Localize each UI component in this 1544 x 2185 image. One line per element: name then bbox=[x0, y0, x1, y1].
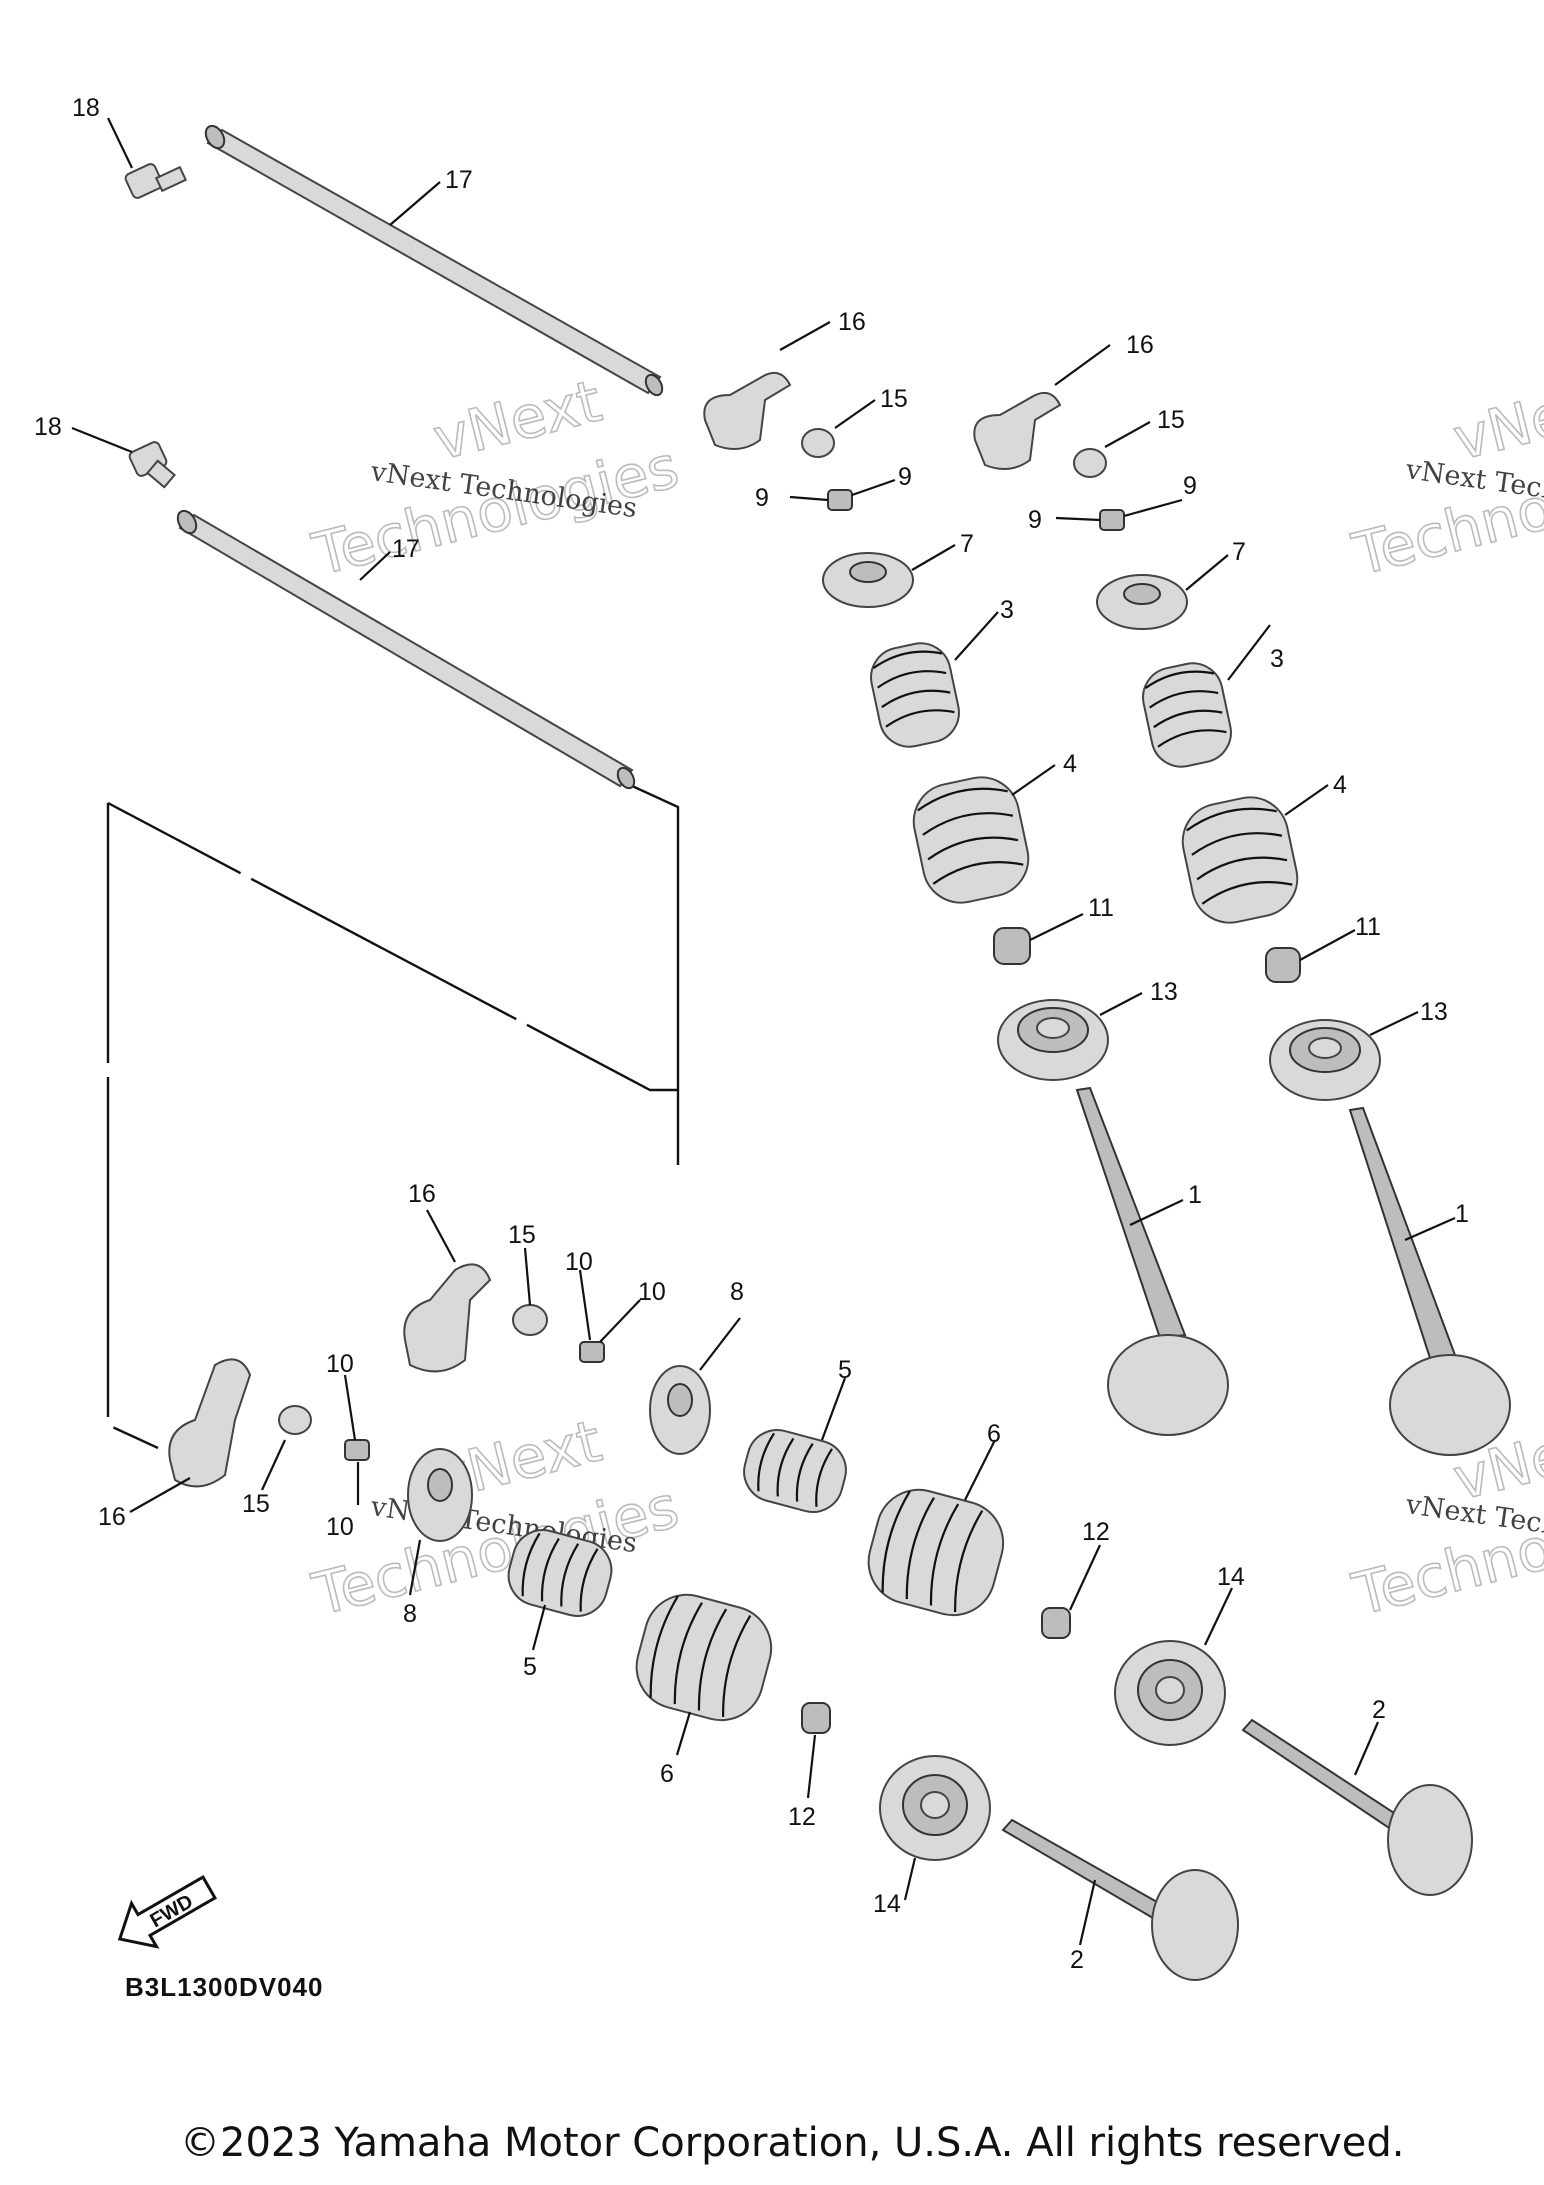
rocker-arm-upper-2 bbox=[973, 391, 1062, 470]
callout-7: 7 bbox=[1232, 538, 1246, 566]
callout-15: 15 bbox=[880, 385, 908, 413]
rocker-arm-lower-2 bbox=[168, 1358, 252, 1488]
callout-16: 16 bbox=[408, 1180, 436, 1208]
shim-lower-1 bbox=[512, 1304, 548, 1336]
callout-18: 18 bbox=[72, 94, 100, 122]
callout-9: 9 bbox=[755, 484, 769, 512]
callout-8: 8 bbox=[403, 1600, 417, 1628]
spring-seat-lower-1 bbox=[1114, 1640, 1226, 1746]
rocker-arm-lower-1 bbox=[403, 1263, 492, 1373]
stem-seal-lower-1 bbox=[1041, 1607, 1071, 1639]
shim-upper-2 bbox=[1073, 448, 1107, 478]
callout-9: 9 bbox=[898, 463, 912, 491]
callout-6: 6 bbox=[987, 1420, 1001, 1448]
intake-valve-2 bbox=[1348, 1106, 1511, 1456]
callout-11: 11 bbox=[1355, 913, 1381, 941]
callout-16: 16 bbox=[838, 308, 866, 336]
outer-spring-upper-2 bbox=[1181, 796, 1299, 924]
forward-direction-arrow: FWD bbox=[117, 1875, 218, 1949]
spring-seat-upper-1 bbox=[997, 999, 1109, 1081]
watermark-big-top: vNext bbox=[1447, 367, 1544, 474]
stem-seal-lower-2 bbox=[801, 1702, 831, 1734]
inner-spring-upper-1 bbox=[870, 642, 960, 748]
callout-12: 12 bbox=[788, 1803, 816, 1831]
callout-13: 13 bbox=[1420, 998, 1448, 1026]
stem-seal-upper-1 bbox=[993, 927, 1031, 965]
callout-16: 16 bbox=[98, 1503, 126, 1531]
copyright-notice: ©2023 Yamaha Motor Corporation, U.S.A. A… bbox=[180, 2120, 1405, 2166]
valve-cotter-upper-2 bbox=[1099, 509, 1125, 531]
diagram-code: B3L1300DV040 bbox=[125, 1972, 323, 2002]
inner-spring-lower-1 bbox=[743, 1429, 847, 1513]
callout-2: 2 bbox=[1372, 1696, 1386, 1724]
callout-10: 10 bbox=[326, 1350, 354, 1378]
outer-spring-lower-2 bbox=[635, 1593, 773, 1722]
callout-18: 18 bbox=[34, 413, 62, 441]
callout-12: 12 bbox=[1082, 1518, 1110, 1546]
callout-6: 6 bbox=[660, 1760, 674, 1788]
spring-seat-upper-2 bbox=[1269, 1019, 1381, 1101]
callout-3: 3 bbox=[1000, 596, 1014, 624]
outer-spring-lower-1 bbox=[867, 1488, 1005, 1617]
callout-8: 8 bbox=[730, 1278, 744, 1306]
shim-upper-1 bbox=[801, 428, 835, 458]
callout-17: 17 bbox=[392, 535, 420, 563]
intake-valve-1 bbox=[1075, 1086, 1229, 1436]
callout-1: 1 bbox=[1188, 1181, 1202, 1209]
spring-retainer-upper-1 bbox=[822, 552, 914, 608]
callout-10: 10 bbox=[326, 1513, 354, 1541]
callout-leader-lines bbox=[71, 117, 1456, 1946]
callout-14: 14 bbox=[1217, 1563, 1245, 1591]
callout-2: 2 bbox=[1070, 1946, 1084, 1974]
inner-spring-upper-2 bbox=[1142, 662, 1232, 768]
valve-cotter-lower-2 bbox=[344, 1439, 370, 1461]
stem-seal-upper-2 bbox=[1265, 947, 1301, 983]
rocker-shaft-lower bbox=[176, 509, 636, 790]
callout-14: 14 bbox=[873, 1890, 901, 1918]
callout-11: 11 bbox=[1088, 894, 1114, 922]
shaft-bolt-lower bbox=[128, 441, 176, 489]
callout-15: 15 bbox=[508, 1221, 536, 1249]
callout-4: 4 bbox=[1063, 750, 1077, 778]
callout-16: 16 bbox=[1126, 331, 1154, 359]
watermark-upper-right: vNext Technologies vNext Technologies bbox=[1345, 366, 1544, 590]
inner-spring-lower-2 bbox=[507, 1529, 613, 1617]
spring-retainer-upper-2 bbox=[1096, 574, 1188, 630]
callout-9: 9 bbox=[1183, 472, 1197, 500]
valve-cotter-upper-1 bbox=[827, 489, 853, 511]
spring-seat-lower-2 bbox=[879, 1755, 991, 1861]
assembly-guide-lines bbox=[106, 783, 680, 1450]
shim-lower-2 bbox=[278, 1405, 312, 1435]
spring-retainer-lower-1 bbox=[649, 1365, 711, 1455]
callout-labels: 18 17 18 17 16 16 15 15 9 9 9 9 7 7 3 3 … bbox=[34, 94, 1469, 1974]
callout-7: 7 bbox=[960, 530, 974, 558]
outer-spring-upper-1 bbox=[912, 776, 1030, 904]
callout-10: 10 bbox=[638, 1278, 666, 1306]
rocker-shaft-upper bbox=[204, 124, 664, 397]
callout-15: 15 bbox=[1157, 406, 1185, 434]
rocker-arm-upper-1 bbox=[703, 371, 792, 450]
callout-4: 4 bbox=[1333, 771, 1347, 799]
exhaust-valve-1 bbox=[1241, 1718, 1473, 1896]
callout-9: 9 bbox=[1028, 506, 1042, 534]
callout-10: 10 bbox=[565, 1248, 593, 1276]
exhaust-valve-2 bbox=[1001, 1818, 1239, 1981]
callout-5: 5 bbox=[838, 1356, 852, 1384]
shaft-bolt-upper bbox=[124, 163, 188, 199]
callout-1: 1 bbox=[1455, 1200, 1469, 1228]
watermark-upper-left: vNext Technologies vNext Technologies bbox=[305, 366, 686, 590]
spring-retainer-lower-2 bbox=[407, 1448, 473, 1542]
callout-13: 13 bbox=[1150, 978, 1178, 1006]
valve-cotter-lower-1 bbox=[579, 1341, 605, 1363]
callout-17: 17 bbox=[445, 166, 473, 194]
callout-5: 5 bbox=[523, 1653, 537, 1681]
callout-3: 3 bbox=[1270, 645, 1284, 673]
callout-15: 15 bbox=[242, 1490, 270, 1518]
